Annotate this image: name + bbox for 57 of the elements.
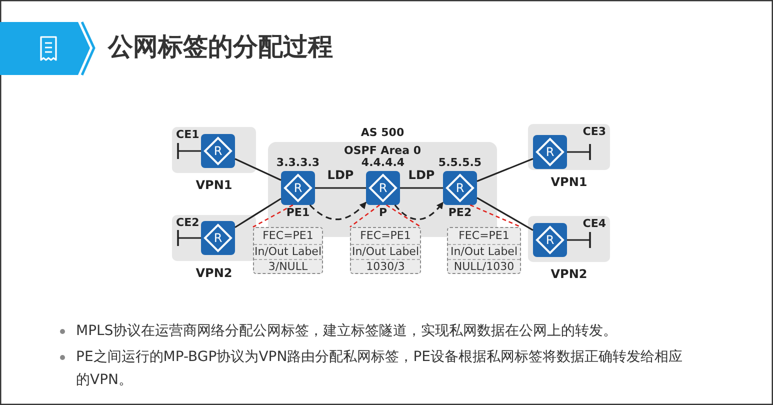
table-row: 1030/3 — [351, 259, 420, 274]
router — [281, 171, 315, 205]
device-name: PE2 — [447, 206, 473, 219]
device-name: CE4 — [582, 217, 606, 230]
router — [201, 134, 235, 168]
label-table — [447, 227, 521, 274]
site-name: VPN2 — [194, 266, 234, 280]
table-row: In/Out Label — [254, 244, 322, 259]
device-name: PE1 — [285, 206, 311, 219]
router-letter: R — [292, 180, 304, 196]
leader-line — [252, 204, 294, 228]
router-letter: R — [544, 232, 556, 248]
site-name: VPN1 — [194, 178, 234, 192]
site-name: VPN2 — [550, 267, 588, 281]
label-table — [253, 227, 323, 274]
table-row: NULL/1030 — [448, 259, 520, 274]
router — [533, 135, 567, 169]
leader-line — [386, 204, 422, 228]
device-name: CE1 — [176, 128, 200, 141]
router-letter: R — [544, 144, 556, 160]
table-row: 3/NULL — [254, 259, 322, 274]
table-row: In/Out Label — [351, 244, 420, 259]
curved-arrow — [309, 202, 367, 220]
router — [366, 171, 400, 205]
curved-arrow — [394, 202, 444, 220]
link-line — [476, 197, 534, 231]
link-line — [315, 187, 366, 189]
site-name: VPN1 — [550, 175, 588, 189]
device-name: CE3 — [582, 125, 606, 138]
area-heading: AS 500 — [360, 126, 406, 139]
bullet-text: PE之间运行的MP-BGP协议为VPN路由分配私网标签，PE设备根据私网标签将数据正确转发给相应的VPN。 — [76, 348, 684, 390]
device-name: CE2 — [176, 216, 200, 229]
slide-title: 公网标签的分配过程 — [108, 31, 333, 63]
ip-address: 3.3.3.3 — [275, 156, 321, 169]
link-line — [234, 198, 282, 228]
device-name: P — [378, 206, 388, 219]
router-letter: R — [454, 180, 466, 196]
ip-address: 5.5.5.5 — [437, 156, 483, 169]
router-letter: R — [378, 180, 388, 196]
table-row-text: FEC=PE1 — [262, 229, 314, 243]
router — [201, 221, 235, 255]
link-line — [234, 158, 282, 181]
link-line — [400, 187, 443, 189]
table-row: In/Out Label — [448, 244, 520, 259]
leader-line — [470, 204, 522, 228]
table-row-text: FEC=PE1 — [359, 229, 412, 243]
router — [443, 171, 477, 205]
bullet-text: MPLS协议在运营商网络分配公网标签，建立标签隧道，实现私网数据在公网上的转发。 — [76, 322, 618, 341]
router-letter: R — [212, 143, 224, 159]
label-table — [350, 227, 421, 274]
table-row-text: FEC=PE1 — [458, 229, 510, 243]
router — [533, 223, 567, 257]
area-name: OSPF Area 0 — [343, 144, 422, 157]
router-letter: R — [212, 230, 224, 246]
leader-line — [350, 204, 380, 228]
link-line — [476, 158, 534, 182]
ip-address: 4.4.4.4 — [360, 156, 406, 169]
